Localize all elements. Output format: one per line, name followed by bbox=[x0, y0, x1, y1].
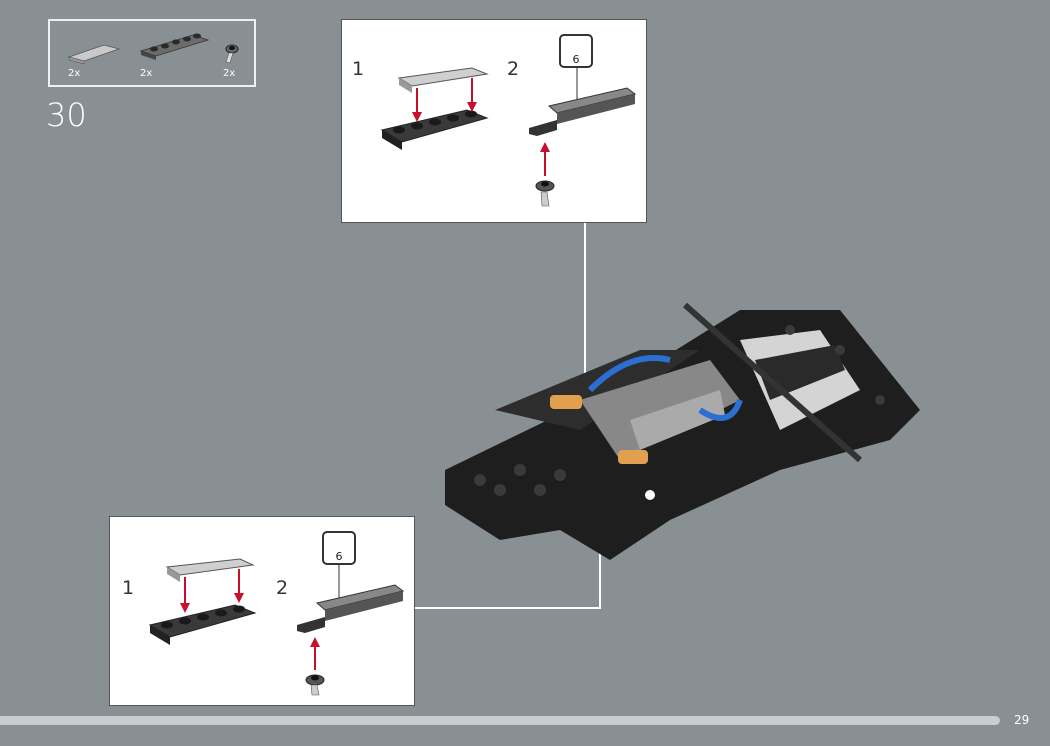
substep-2-illustration bbox=[529, 68, 637, 207]
part-qty: 2x bbox=[140, 68, 153, 79]
sticker-reference: 6 bbox=[322, 531, 356, 565]
step-number: 30 bbox=[46, 96, 87, 134]
substep-2-illustration bbox=[297, 565, 405, 696]
sticker-number: 6 bbox=[335, 550, 343, 563]
sticker-reference: 6 bbox=[559, 34, 593, 68]
plate-part-icon bbox=[139, 33, 210, 60]
car-model-illustration bbox=[445, 302, 920, 560]
substep-number: 2 bbox=[507, 58, 520, 80]
callout-top: 1 2 6 bbox=[341, 19, 647, 223]
callout-bottom: 1 2 6 bbox=[109, 516, 415, 706]
substep-number: 2 bbox=[276, 577, 289, 599]
tile-part-icon bbox=[67, 44, 121, 65]
substep-1-illustration bbox=[148, 558, 257, 645]
page-number: 29 bbox=[1014, 713, 1030, 727]
progress-bar bbox=[0, 716, 1000, 725]
substep-number: 1 bbox=[122, 577, 135, 599]
sticker-number: 6 bbox=[572, 53, 580, 66]
substep-number: 1 bbox=[352, 58, 365, 80]
part-qty: 2x bbox=[68, 68, 81, 79]
part-qty: 2x bbox=[223, 68, 236, 79]
substep-1-illustration bbox=[380, 67, 489, 150]
round-plate-part-icon bbox=[225, 44, 239, 64]
parts-list-box: 2x 2x 2x bbox=[48, 19, 256, 87]
